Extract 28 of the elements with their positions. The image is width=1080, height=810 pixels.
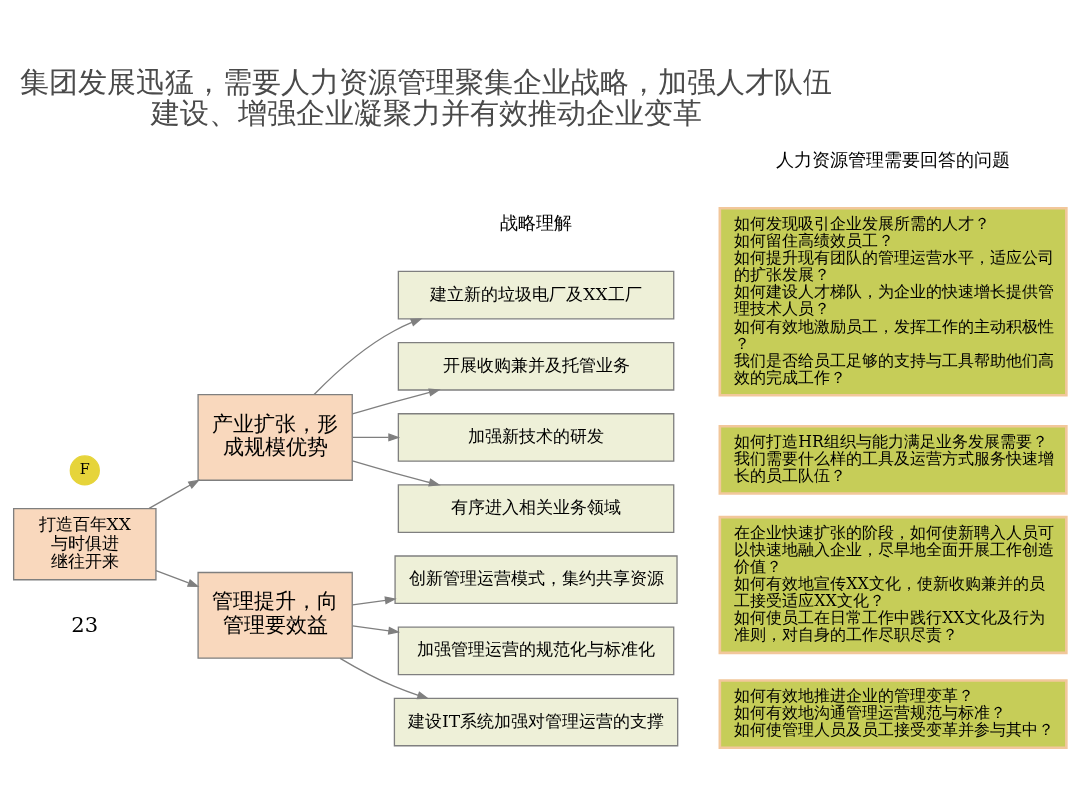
arrow [351, 624, 401, 635]
arrow [351, 432, 401, 442]
label: F [79, 460, 90, 477]
arrow [351, 459, 441, 486]
node-box: 打造百年XX 与时俱进 继往开来 [13, 507, 157, 580]
label: 战略理解 [500, 211, 573, 233]
node-box: 产业扩张，形成规模优势 [197, 393, 353, 481]
arrow [351, 388, 441, 415]
node-box: 创新管理运营模式，集约共享资源 [394, 554, 678, 604]
diagram-title: 集团发展迅猛，需要人力资源管理聚集企业战略，加强人才队伍建设、增强企业凝聚力并有效推动企业变革 [20, 64, 833, 130]
arrow [313, 317, 423, 395]
node-box: 如何打造HR组织与能力满足业务发展需要？ 我们需要什么样的工具及运营方式服务快速增长的员工队伍？ [718, 424, 1068, 495]
node-box: 如何发现吸引企业发展所需的人才？ 如何留住高绩效员工？ 如何提升现有团队的管理运营水平，适应公司的扩张发展？ 如何建设人才梯队，为企业的快速增长提供管理技术人员？ 如何有效地激励员工，发挥工作的主动积极性？ 我们是否给员工足够的支持与工具帮助他们高效的完成工作？ [718, 206, 1068, 397]
arrow [155, 569, 200, 587]
node-box: 有序进入相关业务领域 [397, 483, 675, 533]
node-box: 如何有效地推进企业的管理变革？ 如何有效地沟通管理运营规范与标准？ 如何使管理人员及员工接受变革并参与其中？ [718, 678, 1068, 749]
node-box: 管理提升，向管理要效益 [197, 571, 353, 659]
label: 23 [71, 611, 99, 637]
arrow [339, 657, 430, 699]
arrow [148, 478, 201, 509]
label: 人力资源管理需要回答的问题 [776, 148, 1011, 170]
node-box: 开展收购兼并及托管业务 [397, 341, 675, 391]
node-box: 建设IT系统加强对管理运营的支撑 [393, 697, 679, 746]
node-box: 建立新的垃圾电厂及XX工厂 [397, 270, 675, 320]
node-box: 在企业快速扩张的阶段，如何使新聘入人员可以快速地融入企业，尽早地全面开展工作创造价值？ 如何有效地宣传XX文化，使新收购兼并的员工接受适应XX文化？ 如何使员工在日常工作中践行XX文化及行为准则，对自身的工作尽职尽责？ [718, 515, 1068, 654]
arrow [351, 595, 397, 605]
node-box: 加强管理运营的规范化与标准化 [397, 626, 675, 675]
node-box: 加强新技术的研发 [397, 412, 675, 462]
